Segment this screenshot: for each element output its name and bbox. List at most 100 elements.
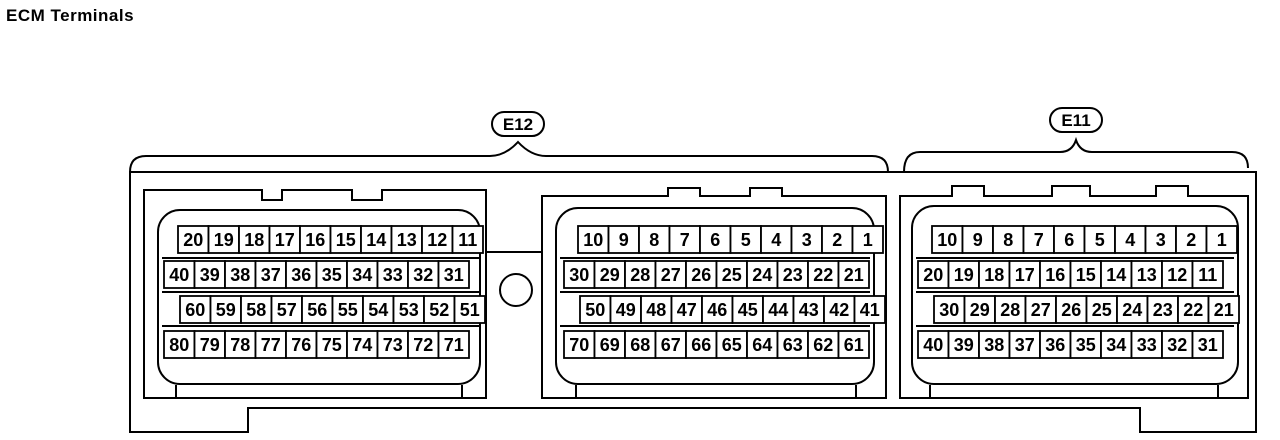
terminal-number: 9: [973, 230, 983, 250]
terminal-e12-25: 25: [715, 260, 748, 289]
terminal-e12-56: 56: [301, 295, 334, 324]
terminal-number: 23: [783, 265, 803, 285]
terminal-e12-2: 2: [821, 225, 854, 254]
terminal-e12-62: 62: [807, 330, 840, 359]
terminal-e12-37: 37: [254, 260, 287, 289]
terminal-e12-26: 26: [685, 260, 718, 289]
terminal-number: 52: [429, 300, 449, 320]
terminal-e12-33: 33: [376, 260, 409, 289]
terminal-number: 28: [1000, 300, 1020, 320]
terminal-e12-76: 76: [285, 330, 318, 359]
terminal-e12-66: 66: [685, 330, 718, 359]
terminal-number: 73: [383, 335, 403, 355]
terminal-number: 36: [1045, 335, 1065, 355]
terminal-number: 19: [954, 265, 974, 285]
terminal-e12-31: 31: [437, 260, 470, 289]
terminal-e11-10: 10: [931, 225, 964, 254]
terminal-e12-12: 12: [421, 225, 454, 254]
terminal-e12-71: 71: [437, 330, 470, 359]
terminal-number: 43: [799, 300, 819, 320]
terminal-number: 34: [352, 265, 372, 285]
terminal-number: 37: [261, 265, 281, 285]
terminal-e12-40: 40: [163, 260, 196, 289]
terminal-number: 49: [616, 300, 636, 320]
terminal-e12-35: 35: [315, 260, 348, 289]
terminal-number: 33: [383, 265, 403, 285]
terminal-number: 21: [844, 265, 864, 285]
terminal-number: 16: [1045, 265, 1065, 285]
terminal-number: 8: [649, 230, 659, 250]
terminal-e11-40: 40: [917, 330, 950, 359]
terminal-number: 39: [200, 265, 220, 285]
terminal-number: 63: [783, 335, 803, 355]
terminal-e12-8: 8: [638, 225, 671, 254]
terminal-e12-34: 34: [346, 260, 379, 289]
terminal-e12-30: 30: [563, 260, 596, 289]
terminal-e12-43: 43: [792, 295, 825, 324]
terminal-number: 23: [1153, 300, 1173, 320]
terminal-e12-50: 50: [579, 295, 612, 324]
terminal-number: 37: [1015, 335, 1035, 355]
terminal-e12-39: 39: [193, 260, 226, 289]
terminal-e11-11: 11: [1191, 260, 1224, 289]
terminal-number: 31: [1198, 335, 1218, 355]
terminal-number: 35: [322, 265, 342, 285]
terminal-e12-38: 38: [224, 260, 257, 289]
terminal-e12-73: 73: [376, 330, 409, 359]
terminal-e12-53: 53: [392, 295, 425, 324]
terminal-e12-6: 6: [699, 225, 732, 254]
terminal-number: 44: [768, 300, 788, 320]
terminal-number: 6: [710, 230, 720, 250]
terminal-e11-37: 37: [1008, 330, 1041, 359]
terminal-number: 76: [291, 335, 311, 355]
terminal-e12-16: 16: [299, 225, 332, 254]
terminal-number: 27: [1031, 300, 1051, 320]
terminal-e12-74: 74: [346, 330, 379, 359]
terminal-number: 4: [1125, 230, 1135, 250]
terminal-e11-12: 12: [1161, 260, 1194, 289]
terminal-number: 11: [1198, 265, 1217, 285]
terminal-e11-30: 30: [933, 295, 966, 324]
terminal-e12-78: 78: [224, 330, 257, 359]
terminal-e12-44: 44: [762, 295, 795, 324]
terminal-number: 15: [1076, 265, 1096, 285]
terminal-e12-63: 63: [776, 330, 809, 359]
terminal-number: 6: [1064, 230, 1074, 250]
terminal-e11-4: 4: [1114, 225, 1147, 254]
terminal-number: 80: [169, 335, 189, 355]
terminal-number: 14: [1106, 265, 1126, 285]
terminal-number: 3: [802, 230, 812, 250]
terminal-e11-35: 35: [1069, 330, 1102, 359]
e12-bracket: [129, 140, 889, 173]
terminal-e11-5: 5: [1083, 225, 1116, 254]
terminal-e11-33: 33: [1130, 330, 1163, 359]
terminal-e12-32: 32: [407, 260, 440, 289]
terminal-number: 2: [832, 230, 842, 250]
svg-text:E11: E11: [1061, 111, 1090, 130]
terminal-number: 10: [583, 230, 603, 250]
terminal-number: 21: [1214, 300, 1234, 320]
terminal-number: 39: [954, 335, 974, 355]
terminal-e12-52: 52: [423, 295, 456, 324]
terminal-number: 27: [661, 265, 681, 285]
terminal-e12-54: 54: [362, 295, 395, 324]
terminal-e12-21: 21: [837, 260, 870, 289]
terminal-e11-25: 25: [1085, 295, 1118, 324]
terminal-number: 3: [1156, 230, 1166, 250]
terminal-e11-16: 16: [1039, 260, 1072, 289]
terminal-number: 26: [691, 265, 711, 285]
terminal-number: 40: [923, 335, 943, 355]
terminal-number: 4: [771, 230, 781, 250]
terminal-number: 5: [741, 230, 751, 250]
terminal-number: 19: [214, 230, 234, 250]
terminal-number: 7: [680, 230, 690, 250]
terminal-e12-67: 67: [654, 330, 687, 359]
terminal-number: 72: [413, 335, 433, 355]
terminal-e12-61: 61: [837, 330, 870, 359]
terminal-e11-19: 19: [947, 260, 980, 289]
e11-bracket: [903, 136, 1249, 173]
terminal-number: 17: [275, 230, 295, 250]
terminal-e12-79: 79: [193, 330, 226, 359]
terminal-number: 40: [169, 265, 189, 285]
terminal-e12-4: 4: [760, 225, 793, 254]
